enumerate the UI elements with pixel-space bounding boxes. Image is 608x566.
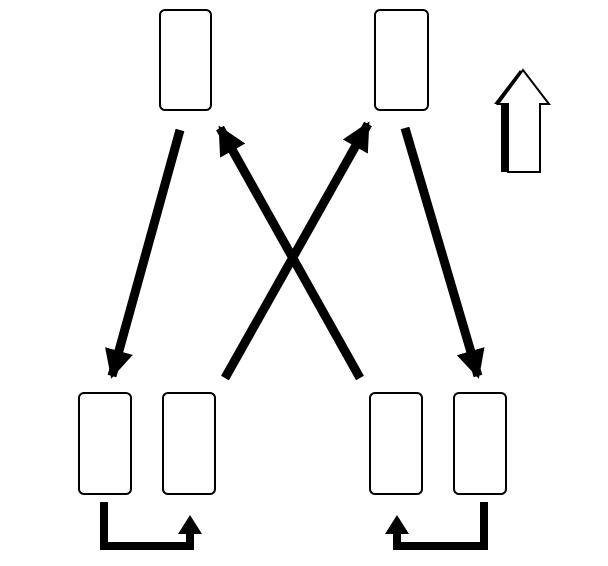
tire-rear-right-outer	[453, 392, 507, 495]
arrow-front-right-to-rear-right-outer	[400, 126, 485, 379]
arrow-rear-right-outer-to-rear-right-inner	[393, 502, 488, 550]
tires	[78, 9, 507, 495]
arrow-rear-left-outer-to-rear-left-inner	[100, 502, 194, 550]
tire-rear-left-outer	[78, 392, 132, 495]
arrowhead-rear-left	[178, 515, 202, 534]
tire-front-right	[374, 9, 429, 111]
arrow-rear-right-inner-to-front-left	[216, 125, 364, 381]
arrowhead-rear-right	[385, 515, 409, 534]
front-arrow-outline	[496, 68, 552, 173]
front-arrow-icon	[494, 68, 552, 173]
arrow-rear-left-inner-to-front-right	[221, 121, 372, 381]
rear-swap-arrows	[100, 502, 488, 550]
arrow-front-left-to-rear-left-outer	[105, 128, 185, 379]
tire-rear-left-inner	[162, 392, 216, 495]
rotation-arrows	[105, 121, 485, 381]
tire-front-left	[159, 9, 212, 111]
tire-rear-right-inner	[369, 392, 423, 495]
